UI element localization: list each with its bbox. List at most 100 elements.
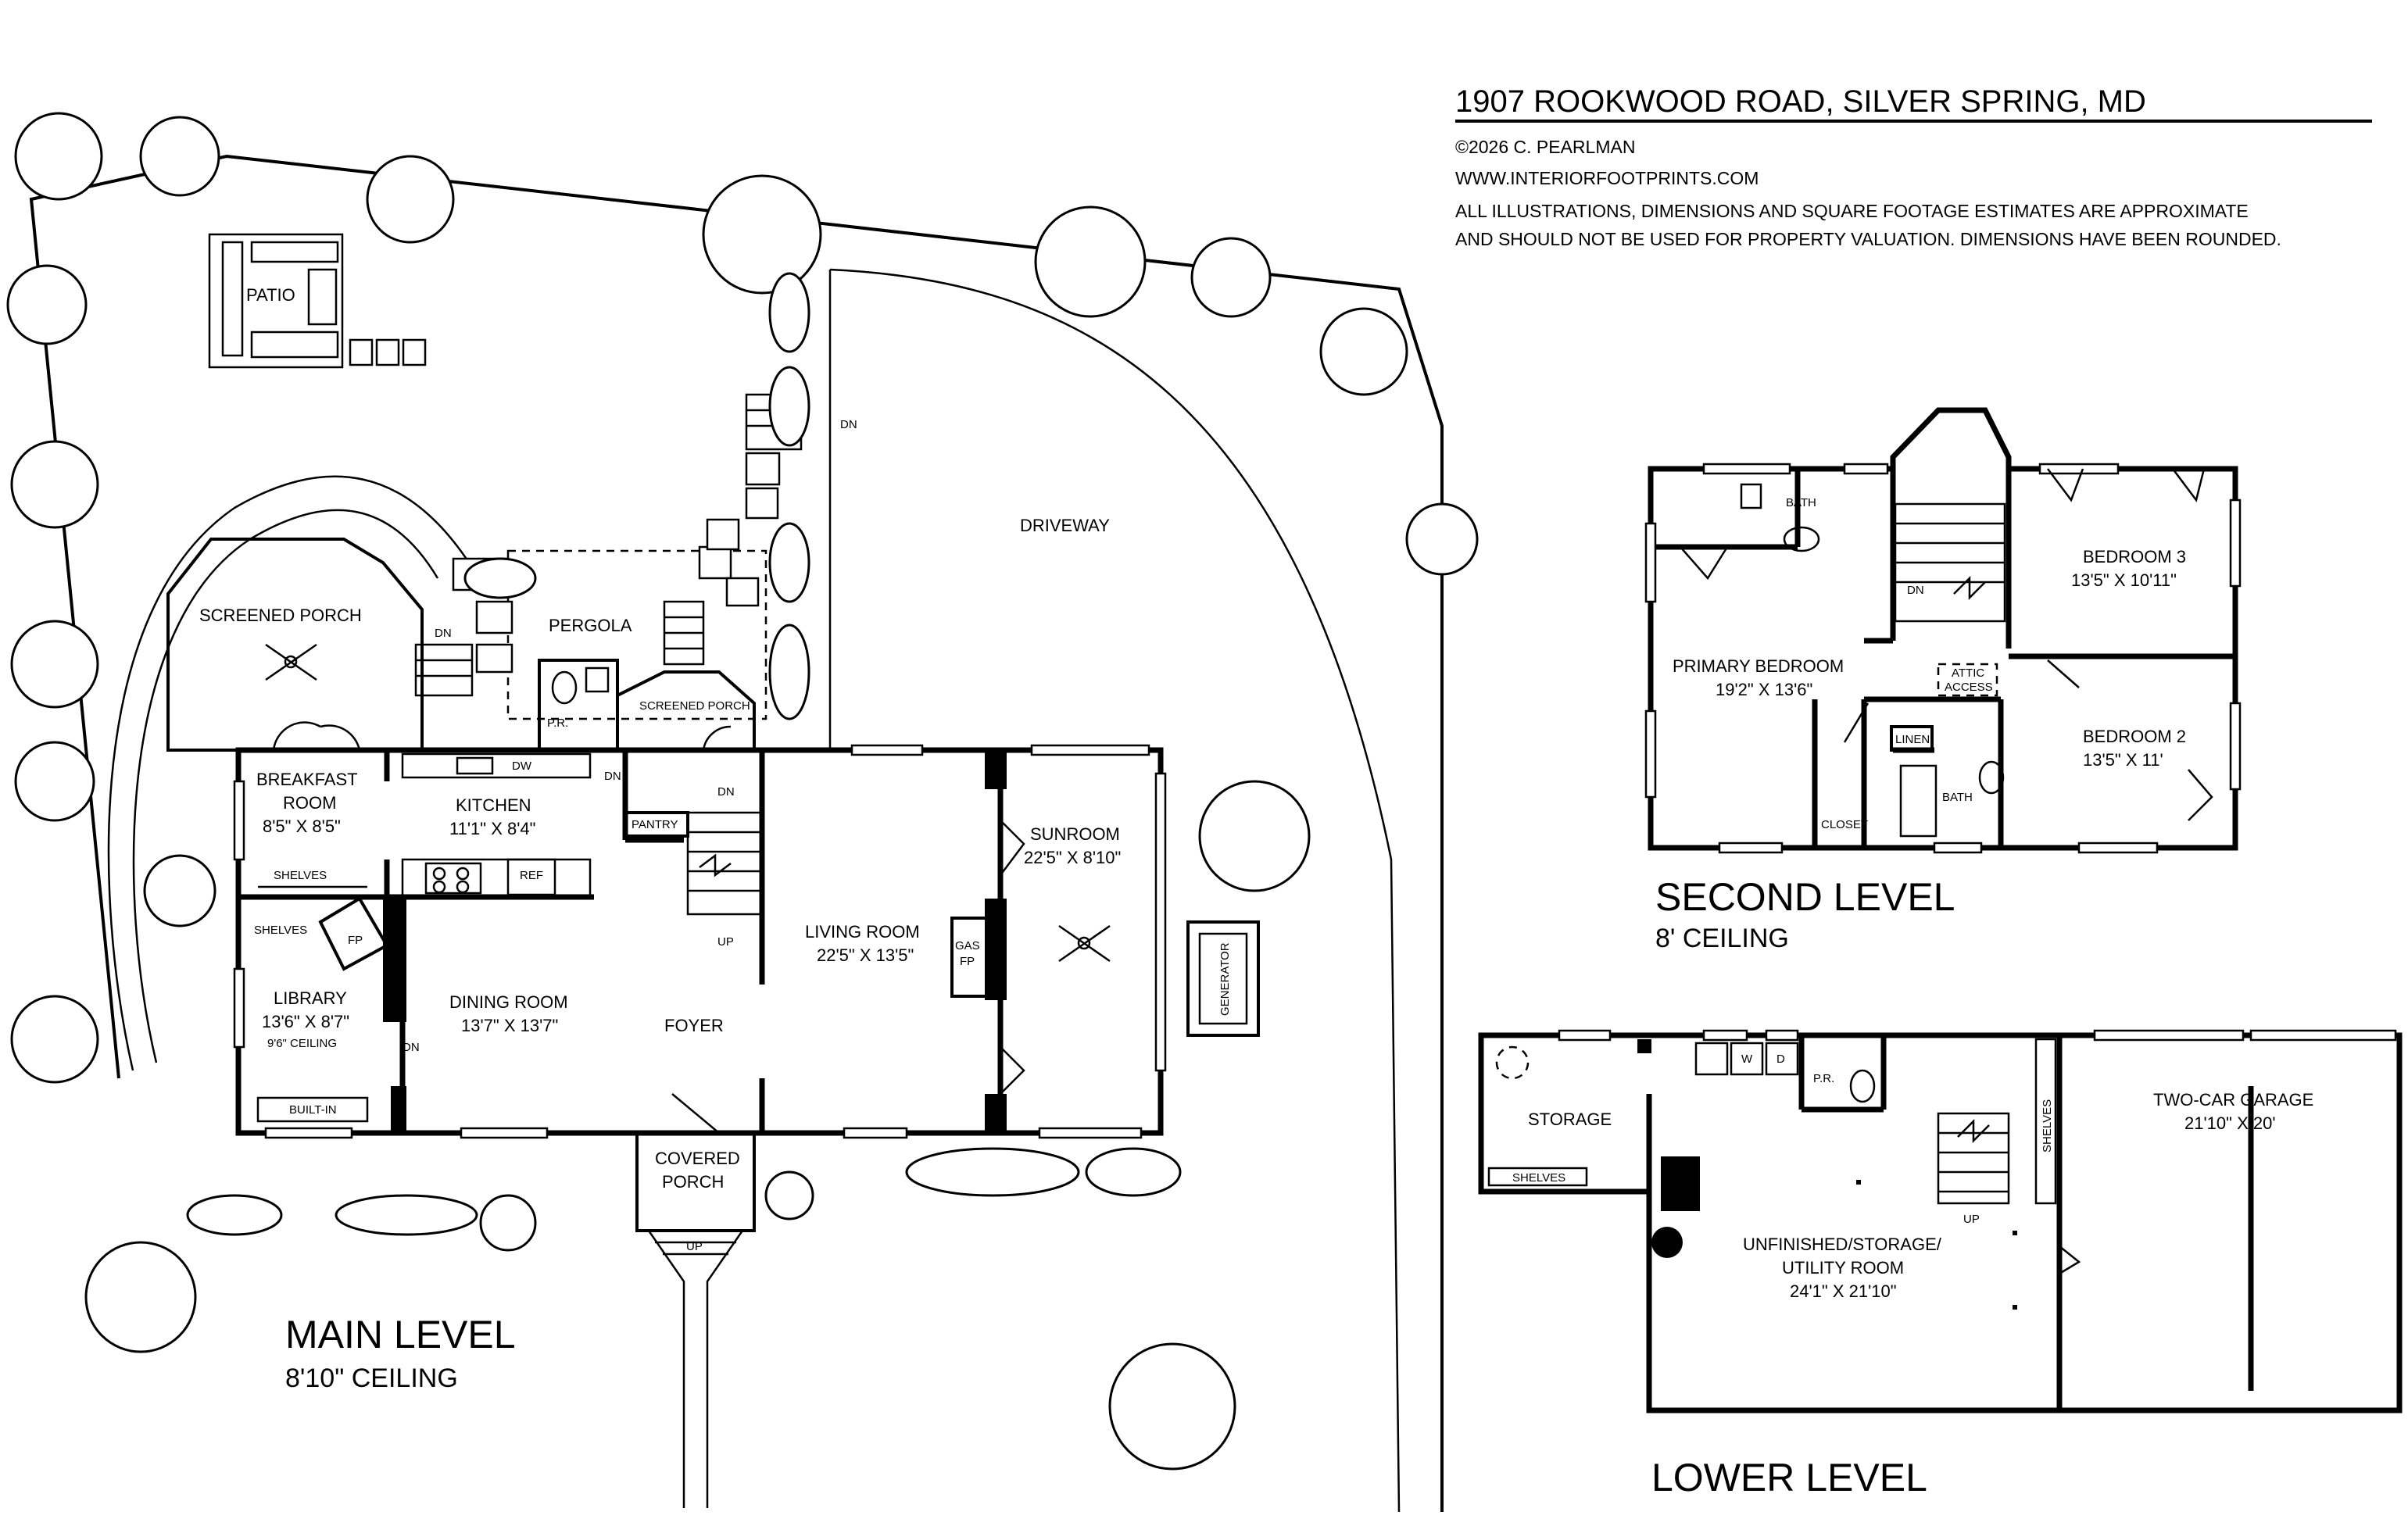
tree-icon <box>1108 1342 1236 1471</box>
main-level-title: MAIN LEVEL <box>285 1313 516 1356</box>
dining-room-name: DINING ROOM <box>449 992 568 1012</box>
bath-1-label: BATH <box>1786 496 1816 509</box>
main-level-ceiling: 8'10" CEILING <box>285 1363 458 1393</box>
utility-room-name-1: UNFINISHED/STORAGE/ <box>1743 1235 1942 1254</box>
pr-label: P.R. <box>547 717 568 730</box>
library-ceiling: 9'6" CEILING <box>267 1037 337 1050</box>
tree-icon <box>702 174 822 295</box>
lower-level-outline <box>1478 1032 2403 1413</box>
library-fp-label: FP <box>348 934 363 947</box>
kitchen-name: KITCHEN <box>456 795 531 815</box>
lower-pr-label: P.R. <box>1813 1072 1834 1085</box>
breakfast-room-dim: 8'5" X 8'5" <box>263 817 341 836</box>
screened-porch-large: SCREENED PORCH <box>107 475 471 1071</box>
sunroom-fan-icon <box>1058 924 1111 963</box>
tree-canopy-group <box>6 112 1479 1471</box>
second-dn-label: DN <box>1907 584 1924 597</box>
tree-icon <box>1198 780 1311 892</box>
attic-label-1: ATTIC <box>1952 667 1984 680</box>
built-in-label: BUILT-IN <box>289 1103 337 1117</box>
tree-icon <box>143 854 216 927</box>
library-dn-label: DN <box>403 1041 420 1054</box>
tree-icon <box>6 264 88 345</box>
kitchen-dn-label: DN <box>604 770 621 783</box>
shelves-2-label: SHELVES <box>254 924 307 937</box>
sunroom-dim: 22'5" X 8'10" <box>1024 848 1121 867</box>
kitchen-dim: 11'1" X 8'4" <box>449 819 535 838</box>
covered-porch-up: UP <box>686 1240 703 1253</box>
dining-room-dim: 13'7" X 13'7" <box>461 1016 558 1035</box>
lower-shelves-1-label: SHELVES <box>1512 1171 1565 1185</box>
bedroom-3-name: BEDROOM 3 <box>2083 547 2186 566</box>
second-level-outline <box>1648 407 2238 851</box>
tree-icon <box>366 155 455 244</box>
garage-dim: 21'10" X 20' <box>2184 1113 2276 1133</box>
attic-label-2: ACCESS <box>1945 681 1993 694</box>
foyer-name: FOYER <box>664 1016 724 1035</box>
main-level-site: DRIVEWAY PATIO SCREENED PORCH <box>6 112 1479 1513</box>
kitchen-counter-top <box>401 752 592 779</box>
house-outline <box>235 747 1164 1136</box>
copyright-line: ©2026 C. PEARLMAN <box>1455 137 1635 157</box>
driveway-label: DRIVEWAY <box>1020 516 1110 535</box>
breakfast-room-name-2: ROOM <box>283 793 336 813</box>
lower-up-label: UP <box>1963 1213 1980 1226</box>
garage-name: TWO-CAR GARAGE <box>2153 1090 2313 1110</box>
property-address: 1907 ROOKWOOD ROAD, SILVER SPRING, MD <box>1455 84 2146 119</box>
storage-name: STORAGE <box>1528 1110 1612 1129</box>
ceiling-fan-icon <box>265 643 317 681</box>
dw-label: DW <box>512 759 532 773</box>
kitchen-counter-bottom <box>401 858 592 899</box>
tree-icon <box>764 1170 814 1220</box>
tree-icon <box>84 1241 197 1353</box>
screened-porch-small: SCREENED PORCH <box>616 670 756 750</box>
patio: PATIO <box>208 233 427 369</box>
screened-porch-small-label: SCREENED PORCH <box>639 699 750 713</box>
gas-fp-label: FP <box>960 955 975 968</box>
linen-label: LINEN <box>1895 733 1930 746</box>
hedge-rows <box>186 272 1182 1236</box>
living-room-dim: 22'5" X 13'5" <box>817 945 914 965</box>
library-name: LIBRARY <box>274 988 347 1008</box>
tree-icon <box>1319 307 1408 396</box>
disclaimer-line-1: ALL ILLUSTRATIONS, DIMENSIONS AND SQUARE… <box>1455 201 2249 221</box>
primary-bedroom-name: PRIMARY BEDROOM <box>1673 656 1844 676</box>
tree-icon <box>1034 205 1147 318</box>
gas-label: GAS <box>955 939 980 952</box>
bath-2-label: BATH <box>1942 791 1973 804</box>
stair-dn-label: DN <box>717 785 735 799</box>
bedroom-2-dim: 13'5" X 11' <box>2083 750 2163 770</box>
lower-shelves-2-label: SHELVES <box>2041 1099 2054 1153</box>
tree-icon <box>139 116 220 197</box>
tree-icon <box>1190 237 1272 318</box>
main-level-house: FP GAS FP REF DW SHELVES SHELVES BUILT-I… <box>233 659 1167 1393</box>
shelves-1-label: SHELVES <box>274 869 327 882</box>
tree-icon <box>1405 502 1479 576</box>
generator: GENERATOR <box>1186 920 1260 1037</box>
utility-room-name-2: UTILITY ROOM <box>1782 1258 1904 1278</box>
utility-room-dim: 24'1" X 21'10" <box>1790 1281 1897 1301</box>
property-line <box>29 154 1444 1512</box>
second-level-title: SECOND LEVEL <box>1655 875 1955 919</box>
tree-icon <box>10 620 99 709</box>
library-dim: 13'6" X 8'7" <box>262 1012 349 1031</box>
closet-label: CLOSET <box>1821 818 1868 831</box>
stair-up-label: UP <box>717 935 734 949</box>
tree-icon <box>10 440 99 529</box>
bedroom-3-dim: 13'5" X 10'11" <box>2071 570 2177 590</box>
garden-steps-dn: DN <box>840 418 857 431</box>
dryer-label: D <box>1776 1052 1785 1066</box>
tree-icon <box>10 995 99 1084</box>
screened-porch-large-label: SCREENED PORCH <box>199 606 362 625</box>
living-room-name: LIVING ROOM <box>805 922 920 942</box>
washer-label: W <box>1741 1052 1753 1066</box>
primary-bedroom-dim: 19'2" X 13'6" <box>1716 680 1812 699</box>
tree-icon <box>14 741 95 822</box>
covered-porch-label-2: PORCH <box>662 1172 724 1192</box>
patio-label: PATIO <box>246 285 295 305</box>
pergola-label: PERGOLA <box>549 616 632 635</box>
covered-porch: COVERED PORCH UP <box>635 1131 756 1508</box>
second-level-plan: DN BATH BATH ATTIC ACCESS LINEN CLOSET P… <box>1644 407 2242 953</box>
generator-label: GENERATOR <box>1218 942 1232 1016</box>
